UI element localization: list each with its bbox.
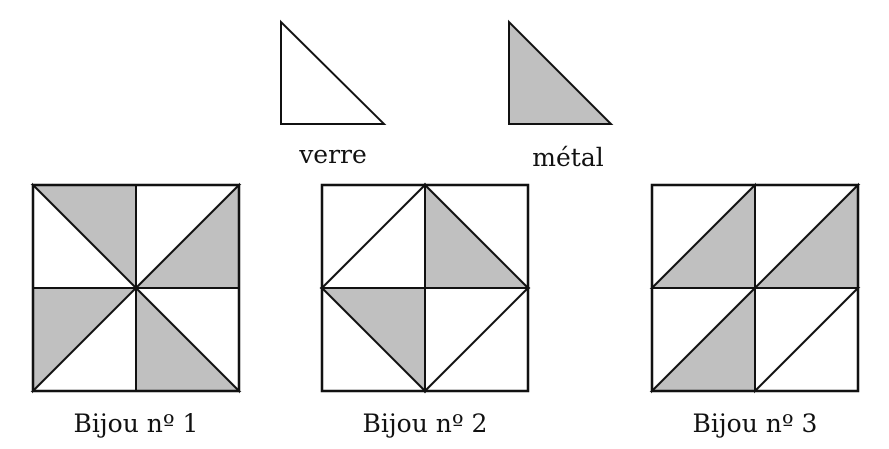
legend-metal-label: métal [532, 143, 603, 172]
jewel-3-caption: Bijou nº 3 [693, 409, 818, 438]
jewel-1-pieces [30, 182, 242, 394]
legend-metal-triangle [508, 19, 614, 125]
legend-glass-label: verre [298, 140, 367, 169]
jewel-2-caption: Bijou nº 2 [363, 409, 488, 438]
jewel-2: Bijou nº 2 [319, 182, 531, 438]
legend-glass-triangle [280, 19, 387, 125]
jewel-2-pieces [319, 182, 531, 394]
jewel-1-caption: Bijou nº 1 [74, 409, 199, 438]
jewel-3-pieces [649, 182, 861, 394]
jewel-1: Bijou nº 1 [30, 182, 242, 438]
jewel-1-frame [31, 183, 241, 393]
legend-glass: verre [280, 19, 387, 169]
jewel-2-frame [320, 183, 530, 393]
legend-metal: métal [508, 19, 614, 172]
jewel-3-frame [650, 183, 860, 393]
jewel-3: Bijou nº 3 [649, 182, 861, 438]
